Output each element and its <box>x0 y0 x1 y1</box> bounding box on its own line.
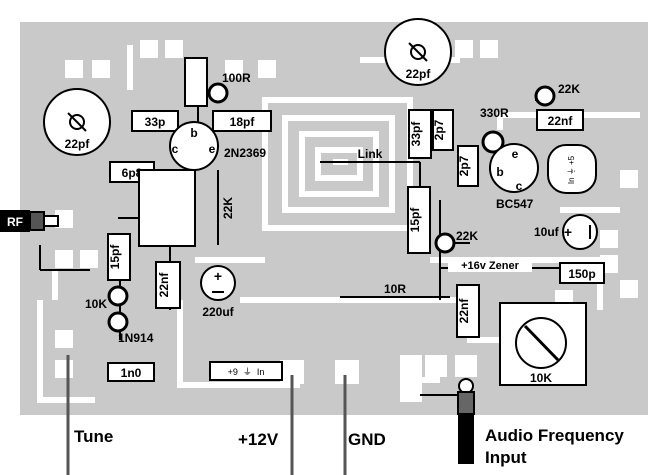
cap-1n0-body <box>107 362 155 382</box>
cap-22nf-top-label: 22nf <box>548 114 574 128</box>
cap-2p7-a-body <box>432 109 454 151</box>
cap-2p7-a-label: 2p7 <box>432 119 446 140</box>
cap-220uf-label: 220uf <box>202 305 234 319</box>
r-22k-vert-label: 22K <box>221 197 235 219</box>
cap-33p-label: 33p <box>145 115 166 129</box>
cap-15pf-left-label: 15pf <box>108 244 122 270</box>
regulator-body <box>547 144 597 194</box>
off-board-leads <box>66 355 347 475</box>
q2-b: b <box>496 165 503 179</box>
r-22k-mid-label: 22K <box>456 229 478 243</box>
trimmer-top: 22pf <box>384 18 452 86</box>
cap-150p-label: 150p <box>568 267 595 281</box>
cap-1n0-label: 1n0 <box>121 366 142 380</box>
audio-cable <box>458 414 474 464</box>
r-22k-top-label: 22K <box>558 82 580 96</box>
zener-label: +16v Zener <box>461 260 520 272</box>
trimmer-left-label: 22pf <box>65 137 91 151</box>
r-10r-label: 10R <box>384 282 406 296</box>
resistor-330r-pad <box>481 130 505 154</box>
resistor-10k-pad <box>107 285 129 307</box>
cap-22nf-left-label: 22nf <box>157 272 171 298</box>
q2-c: c <box>516 179 523 193</box>
cap-22nf-left-body <box>155 261 181 309</box>
regulator-pins: In ⏚ +5 <box>567 155 576 184</box>
cap-15pf-mid-label: 15pf <box>408 207 422 233</box>
audio-label-line2: Input <box>485 448 527 467</box>
audio-cable-sleeve <box>457 391 475 415</box>
r-10k-label: 10K <box>85 297 107 311</box>
cap-6p8-label: 6p8 <box>122 166 143 180</box>
rf-connector <box>29 211 45 231</box>
cap-220uf-plus: + <box>214 268 222 284</box>
resistor-22k-top-pad <box>534 85 556 107</box>
q1-c: c <box>172 142 179 156</box>
resistor-100r-pad <box>207 82 229 104</box>
cap-10uf-plus: + <box>564 224 572 240</box>
q1-b: b <box>190 126 197 140</box>
connector-pins: +9 ⏚ In <box>228 367 265 377</box>
r-330r-label: 330R <box>480 106 509 120</box>
tune-label: Tune <box>74 427 113 446</box>
cap-220uf-body <box>200 265 236 301</box>
d-1n914-label: 1N914 <box>118 331 154 345</box>
transistor-bc547 <box>489 143 539 193</box>
cap-33p-body <box>131 110 179 132</box>
cap-22nf-top-body <box>536 109 584 131</box>
rf-label: RF <box>7 215 23 229</box>
pot-10k-label: 10K <box>530 371 552 385</box>
cap-2p7-b-body <box>457 145 479 187</box>
cap-18pf-label: 18pf <box>230 115 256 129</box>
trimmer-top-label: 22pf <box>406 67 432 81</box>
rf-pin <box>43 215 59 227</box>
resistor-100r-body <box>184 57 208 107</box>
cap-33pf-vert-label: 33pf <box>409 121 423 147</box>
gnd-label: GND <box>348 430 386 449</box>
v12-label: +12V <box>238 430 279 449</box>
diode-1n914-pad <box>107 311 129 333</box>
resistor-22k-mid-pad <box>434 232 456 254</box>
q1-name: 2N2369 <box>224 146 266 160</box>
r-100r-label: 100R <box>222 71 251 85</box>
power-connector <box>209 361 283 381</box>
cap-22nf-mid-body <box>456 284 480 338</box>
cap-15pf-mid-body <box>407 186 431 254</box>
audio-label-line1: Audio Frequency <box>485 426 624 445</box>
cap-33pf-vert-body <box>408 109 432 159</box>
cap-15pf-left-body <box>107 233 131 281</box>
audio-jack-pad <box>458 378 474 394</box>
q2-name: BC547 <box>496 197 534 211</box>
q2-e: e <box>512 147 519 161</box>
zener-label-box <box>448 258 532 272</box>
trimmer-left: 22pf <box>43 88 111 156</box>
link-label: Link <box>358 147 383 161</box>
q1-e: e <box>209 142 216 156</box>
cap-10uf-body <box>562 214 598 250</box>
coil-former <box>138 169 196 247</box>
cap-150p-body <box>559 262 605 284</box>
cap-22nf-mid-label: 22nf <box>457 298 471 324</box>
cap-18pf-body <box>212 110 272 132</box>
rf-label-box <box>0 210 30 232</box>
cap-10uf-label: 10uf <box>534 225 560 239</box>
cap-2p7-b-label: 2p7 <box>457 155 471 176</box>
pads <box>55 40 638 402</box>
